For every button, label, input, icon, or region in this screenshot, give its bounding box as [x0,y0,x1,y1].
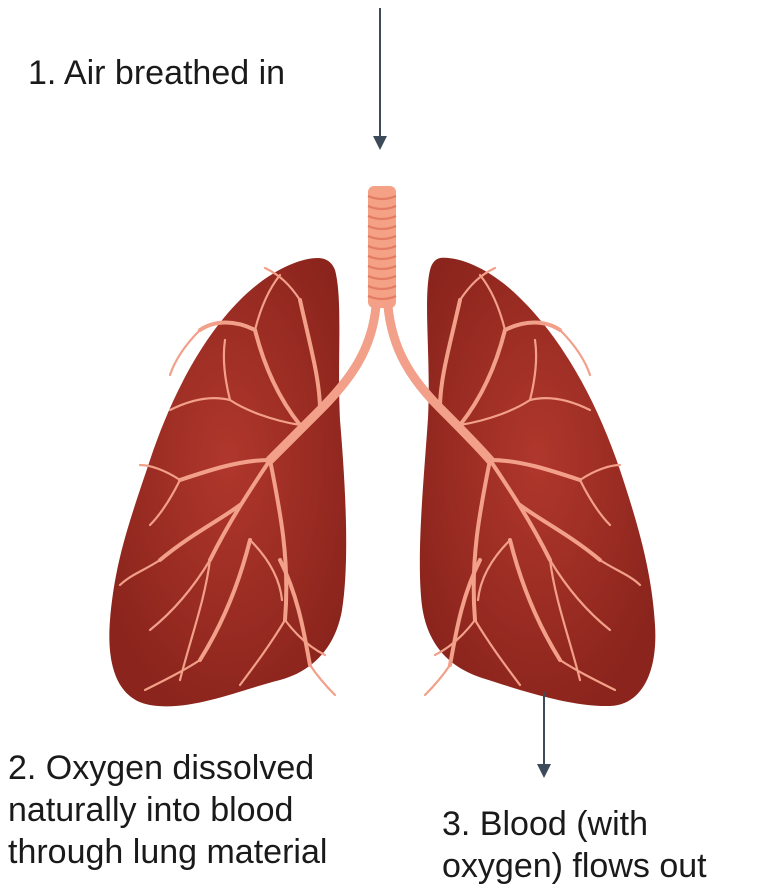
trachea [368,186,396,308]
step3-line-2: oxygen) flows out [442,845,707,887]
step2-line-3: through lung material [8,831,327,873]
step1-text: 1. Air breathed in [28,52,285,94]
step3-label: 3. Blood (with oxygen) flows out [442,803,707,887]
step1-label: 1. Air breathed in [28,52,285,94]
step2-line-2: naturally into blood [8,789,327,831]
step3-line-1: 3. Blood (with [442,803,707,845]
step2-line-1: 2. Oxygen dissolved [8,747,327,789]
air-in-arrow [373,8,387,150]
blood-out-arrow [537,692,551,778]
step2-label: 2. Oxygen dissolved naturally into blood… [8,747,327,873]
left-lung [109,258,346,706]
